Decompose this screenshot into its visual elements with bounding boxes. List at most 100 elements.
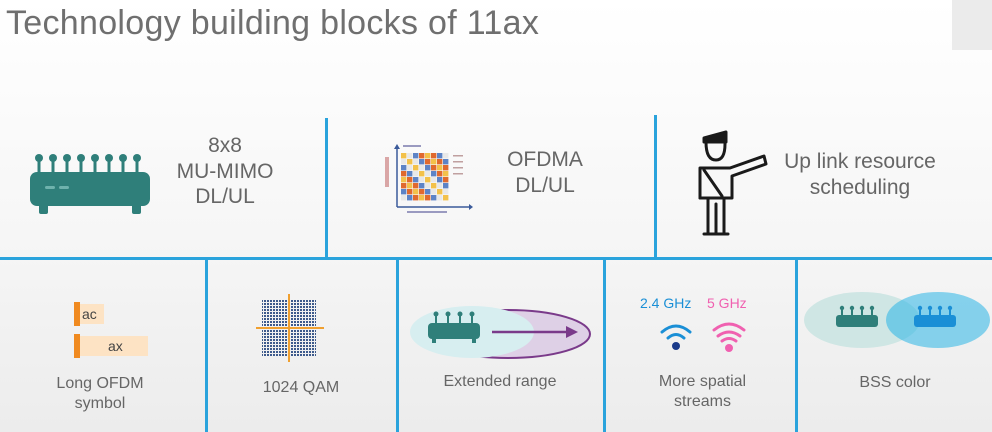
bss-color-icon (800, 288, 992, 354)
ofdma-grid-cell (425, 165, 431, 171)
ofdma-grid-cell (407, 189, 413, 195)
ofdma-grid-cell (425, 153, 431, 159)
ofdma-grid-cell (413, 153, 419, 159)
mu-mimo-line1: 8x8 (208, 134, 242, 157)
ofdma-grid-cell (431, 177, 437, 183)
tag-ax: ax (108, 338, 123, 354)
ofdma-grid-cell (437, 195, 443, 201)
ofdma-grid-cell (437, 189, 443, 195)
band-5-label: 5 GHz (707, 295, 747, 311)
ofdma-grid-cell (413, 171, 419, 177)
ofdma-grid-cell (413, 189, 419, 195)
symbol-bars-icon: ac ax (74, 302, 154, 360)
ofdma-grid-cell (443, 165, 449, 171)
ofdma-grid-cell (437, 171, 443, 177)
divider-bottom-4 (795, 258, 798, 432)
ofdma-grid-cell (425, 177, 431, 183)
ofdma-grid-cell (425, 159, 431, 165)
ofdma-grid-cell (431, 171, 437, 177)
band-24-label: 2.4 GHz (640, 295, 692, 311)
spatial-streams-line1: More spatial (658, 373, 747, 390)
ofdma-grid-cell (419, 171, 425, 177)
mu-mimo-label: 8x8 MU-MIMO DL/UL (160, 133, 290, 210)
long-ofdm-line1: Long OFDM (56, 375, 144, 392)
ofdma-grid-cell (407, 171, 413, 177)
ofdma-grid-cell (401, 153, 407, 159)
ofdma-line1: OFDMA (507, 148, 583, 171)
ofdma-grid-cell (401, 165, 407, 171)
ofdma-grid-cell (413, 195, 419, 201)
page-title: Technology building blocks of 11ax (6, 4, 540, 42)
ofdma-grid-cell (431, 153, 437, 159)
router-icon (25, 150, 160, 220)
ofdma-grid-cell (425, 171, 431, 177)
ofdma-grid-cell (407, 165, 413, 171)
qam-label: 1024 QAM (262, 379, 340, 396)
ofdma-grid-cell (437, 153, 443, 159)
long-ofdm-label: Long OFDM symbol (20, 374, 180, 413)
ofdma-grid-cell (443, 153, 449, 159)
corner-decoration (952, 0, 992, 50)
constellation-icon (252, 294, 332, 364)
ofdma-grid-cell (437, 183, 443, 189)
ofdma-label: OFDMA DL/UL (490, 147, 600, 198)
divider-bottom-1 (205, 258, 208, 432)
ofdma-grid-cell (437, 177, 443, 183)
ofdma-grid-cell (401, 177, 407, 183)
officer-icon (692, 126, 770, 238)
ofdma-grid-cell (443, 195, 449, 201)
ofdma-grid-cell (419, 183, 425, 189)
long-ofdm-line2: symbol (74, 394, 126, 412)
ofdma-grid-cell (425, 195, 431, 201)
divider-bottom-3 (603, 258, 606, 432)
ofdma-grid-cell (425, 189, 431, 195)
ofdma-grid-cell (425, 183, 431, 189)
range-router-icon (408, 298, 598, 362)
ofdma-grid-cell (437, 159, 443, 165)
ofdma-grid-cell (443, 171, 449, 177)
ofdma-grid-cell (431, 195, 437, 201)
ofdma-grid-cell (443, 159, 449, 165)
ofdma-grid-cell (419, 153, 425, 159)
ofdma-grid-cell (413, 183, 419, 189)
ofdma-grid-cell (419, 165, 425, 171)
ofdma-grid-cell (443, 177, 449, 183)
ofdma-grid-icon (383, 143, 473, 218)
uplink-line1: Up link resource (784, 150, 936, 173)
extended-range-label: Extended range (443, 373, 557, 390)
ofdma-grid-cell (413, 159, 419, 165)
ofdma-grid-cell (419, 159, 425, 165)
mu-mimo-line3: DL/UL (195, 185, 255, 209)
ofdma-grid-cell (437, 165, 443, 171)
ofdma-grid-cell (407, 177, 413, 183)
spatial-streams-label: More spatial streams (620, 372, 785, 411)
ofdma-grid-cell (413, 165, 419, 171)
uplink-label: Up link resource scheduling (760, 149, 960, 200)
bss-color-label: BSS color (859, 374, 931, 391)
ofdma-grid-cell (401, 183, 407, 189)
ofdma-grid-cell (413, 177, 419, 183)
divider-top-1 (325, 118, 328, 258)
ofdma-grid-cell (431, 183, 437, 189)
ofdma-grid-cell (431, 189, 437, 195)
ofdma-grid-cell (419, 195, 425, 201)
uplink-line2: scheduling (809, 175, 911, 199)
ofdma-grid-cell (407, 153, 413, 159)
ofdma-grid-cell (401, 189, 407, 195)
wifi-icon (652, 318, 752, 354)
divider-bottom-2 (396, 258, 399, 432)
ofdma-grid-cell (407, 183, 413, 189)
tag-ac: ac (82, 306, 97, 322)
ofdma-grid-cell (401, 171, 407, 177)
divider-horizontal (0, 257, 992, 260)
mu-mimo-line2: MU-MIMO (176, 159, 274, 183)
ofdma-grid-cell (407, 159, 413, 165)
ofdma-grid-cell (431, 159, 437, 165)
ofdma-grid-cell (407, 195, 413, 201)
ofdma-grid-cell (401, 195, 407, 201)
ofdma-grid-cell (431, 165, 437, 171)
divider-top-2 (654, 115, 657, 258)
ofdma-grid-cell (419, 177, 425, 183)
ofdma-line2: DL/UL (515, 173, 575, 197)
ofdma-grid-cell (443, 183, 449, 189)
